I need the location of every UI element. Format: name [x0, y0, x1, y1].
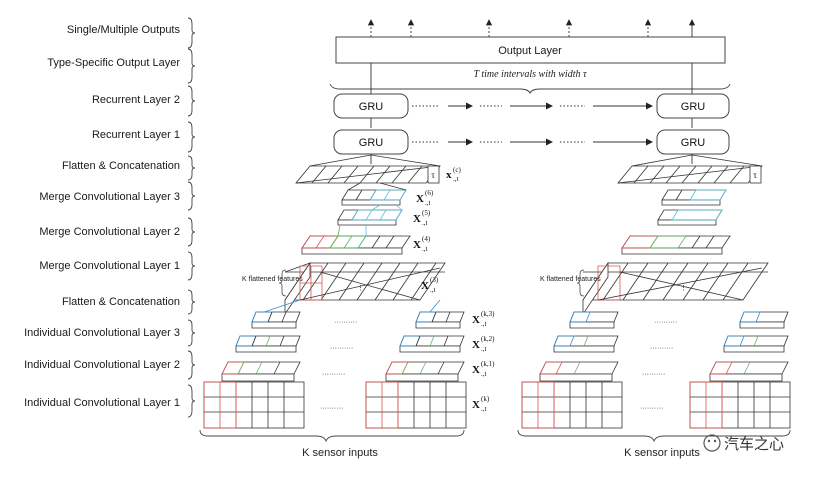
layer-labels: Single/Multiple Outputs Type-Specific Ou…	[24, 24, 180, 409]
k-flattened-features: K flattened features	[242, 276, 303, 283]
time-intervals-label: T time intervals with width τ	[473, 69, 587, 80]
svg-text:··········: ··········	[330, 345, 353, 352]
svg-text:X: X	[416, 193, 424, 205]
svg-text:X: X	[421, 280, 429, 292]
svg-text:(6): (6)	[425, 189, 434, 197]
time-brace	[329, 83, 731, 95]
label-recurrent-2: Recurrent Layer 2	[92, 94, 180, 106]
label-flatten-1: Flatten & Concatenation	[62, 160, 180, 172]
svg-text:.,t: .,t	[481, 320, 487, 328]
tau-label: τ	[431, 170, 435, 180]
gru-label: GRU	[359, 137, 384, 149]
output-layer-label: Output Layer	[498, 45, 562, 57]
gru-label: GRU	[359, 101, 384, 113]
label-merge-3: Merge Convolutional Layer 3	[39, 191, 180, 203]
svg-text:X: X	[472, 314, 480, 326]
label-output-layer: Type-Specific Output Layer	[47, 57, 180, 69]
label-outputs: Single/Multiple Outputs	[67, 24, 181, 36]
k-sensor-inputs-left: K sensor inputs	[302, 447, 378, 459]
svg-text:(k,1): (k,1)	[481, 360, 495, 368]
svg-text:X: X	[413, 213, 421, 225]
svg-text:(k,3): (k,3)	[481, 310, 495, 318]
svg-text:··········: ··········	[642, 371, 665, 378]
gru-row-1: GRU GRU	[333, 129, 730, 155]
svg-text:.,t: .,t	[430, 286, 436, 294]
svg-text:⋮: ⋮	[680, 285, 687, 292]
svg-text:.,t: .,t	[425, 199, 431, 207]
svg-text:(4): (4)	[422, 235, 431, 243]
output-layer-box	[335, 36, 726, 64]
label-individual-1: Individual Convolutional Layer 1	[24, 397, 180, 409]
svg-text:··········: ··········	[650, 345, 673, 352]
watermark-logo-icon	[703, 434, 721, 452]
output-arrows	[367, 19, 696, 37]
svg-text:X: X	[413, 239, 421, 251]
watermark-text: 汽车之心	[724, 435, 784, 453]
svg-text:··········: ··········	[320, 405, 343, 412]
svg-text:.,t: .,t	[481, 345, 487, 353]
gru-row-2: GRU GRU	[333, 93, 730, 119]
svg-text:.,t: .,t	[453, 175, 459, 183]
svg-text:X: X	[472, 339, 480, 351]
left-stack: τ	[199, 154, 467, 459]
svg-text:.,t: .,t	[422, 245, 428, 253]
left-math-labels: x(c).,t X(6).,t X(5).,t X(4).,t X(3).,t …	[413, 166, 495, 413]
right-stack: τ K flattened featur	[517, 154, 791, 459]
svg-text:(k,2): (k,2)	[481, 335, 495, 343]
label-braces	[187, 17, 196, 418]
svg-text:.,t: .,t	[481, 370, 487, 378]
svg-text:.,t: .,t	[481, 405, 487, 413]
gru-label: GRU	[681, 101, 706, 113]
svg-text:··········: ··········	[322, 371, 345, 378]
label-flatten-2: Flatten & Concatenation	[62, 296, 180, 308]
svg-text:··········: ··········	[334, 319, 357, 326]
svg-text:(k): (k)	[481, 395, 490, 403]
label-individual-2: Individual Convolutional Layer 2	[24, 359, 180, 371]
svg-text:⋮: ⋮	[357, 285, 364, 292]
svg-text:··········: ··········	[640, 405, 663, 412]
svg-text:x: x	[446, 169, 452, 181]
svg-text:X: X	[472, 399, 480, 411]
svg-text:(3): (3)	[430, 276, 439, 284]
k-sensor-inputs-right: K sensor inputs	[624, 447, 700, 459]
svg-text:(5): (5)	[422, 209, 431, 217]
label-recurrent-1: Recurrent Layer 1	[92, 129, 180, 141]
label-merge-1: Merge Convolutional Layer 1	[39, 260, 180, 272]
tau-label: τ	[753, 170, 757, 180]
svg-text:··········: ··········	[654, 319, 677, 326]
svg-text:X: X	[472, 364, 480, 376]
svg-text:.,t: .,t	[422, 219, 428, 227]
watermark: 汽车之心	[703, 434, 784, 453]
label-individual-3: Individual Convolutional Layer 3	[24, 327, 180, 339]
svg-text:(c): (c)	[453, 166, 461, 174]
gru-label: GRU	[681, 137, 706, 149]
label-merge-2: Merge Convolutional Layer 2	[39, 226, 180, 238]
k-flattened-features: K flattened features	[540, 276, 601, 283]
